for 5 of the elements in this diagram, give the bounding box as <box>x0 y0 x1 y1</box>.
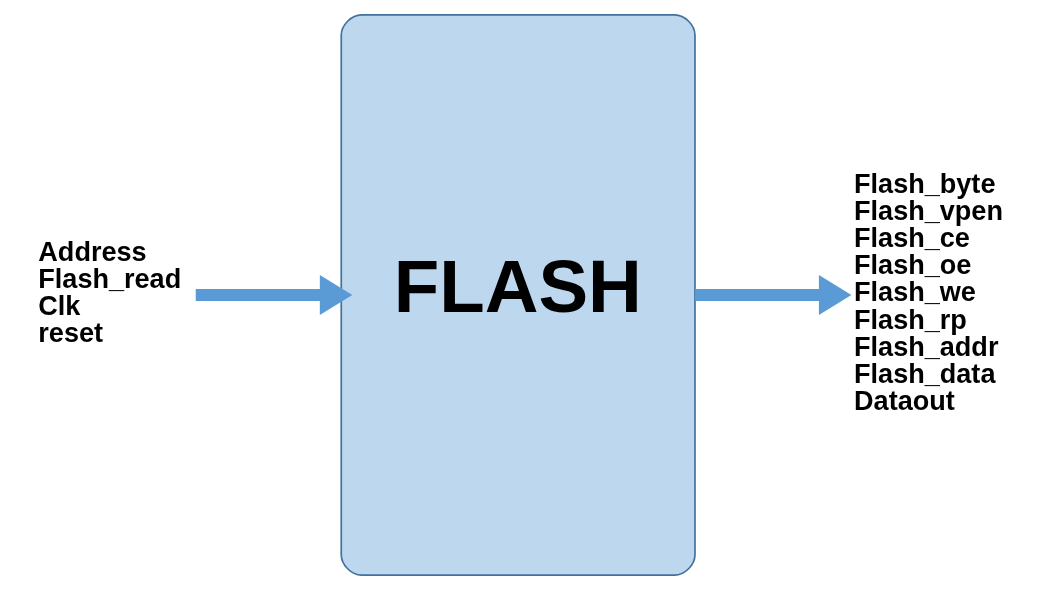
node-text: Address Flash_read Clk reset <box>38 235 182 349</box>
node-box: FLASH <box>340 14 696 576</box>
arrow <box>695 275 852 315</box>
node-text: Flash_byte Flash_vpen Flash_ce Flash_oe Flash_we Flash_rp Flash_addr Flash_data Dataout <box>854 168 1003 416</box>
arrow <box>195 275 353 315</box>
